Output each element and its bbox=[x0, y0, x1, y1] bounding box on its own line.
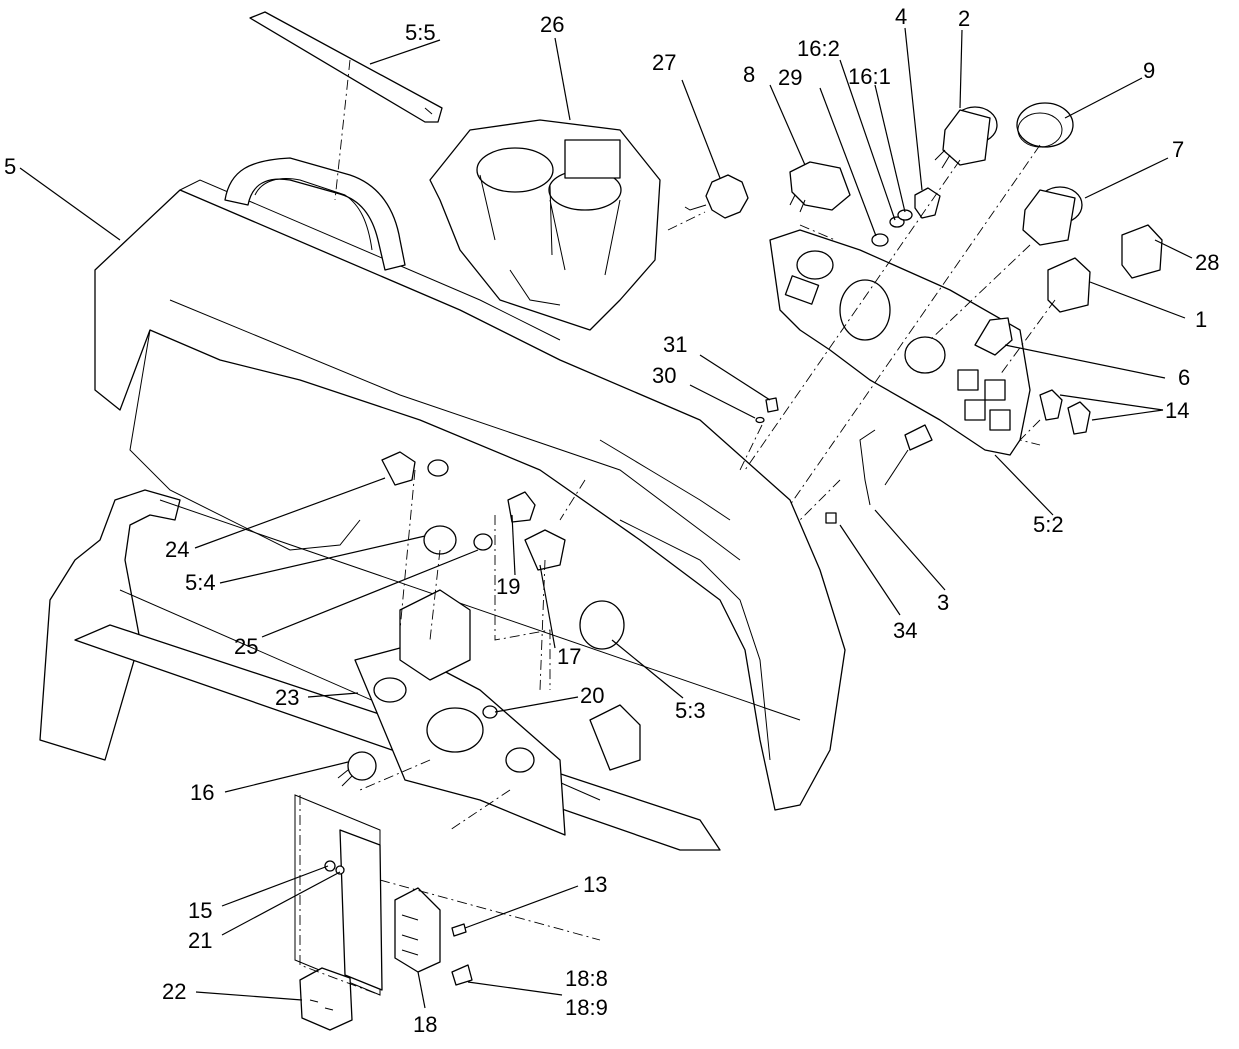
callout-1: 1 bbox=[1195, 307, 1207, 332]
bracket bbox=[589, 704, 641, 771]
rocker-switch bbox=[789, 161, 851, 213]
cup-holder bbox=[429, 119, 661, 331]
lower-bracket bbox=[294, 794, 383, 996]
callout-23: 23 bbox=[275, 685, 299, 710]
fuse-holder bbox=[381, 451, 416, 486]
callout-4: 4 bbox=[895, 4, 907, 29]
harness-connector bbox=[299, 967, 353, 1031]
callout-21: 21 bbox=[188, 928, 212, 953]
switch bbox=[1047, 257, 1091, 313]
plug-fitting bbox=[904, 424, 933, 451]
callout-20: 20 bbox=[580, 683, 604, 708]
callout-16: 16 bbox=[190, 780, 214, 805]
washer bbox=[335, 865, 345, 875]
hood-handle bbox=[224, 157, 406, 271]
fuse-block bbox=[394, 887, 441, 973]
callout-28: 28 bbox=[1195, 250, 1219, 275]
dash-housing bbox=[94, 179, 846, 811]
callout-7: 7 bbox=[1172, 137, 1184, 162]
callout-27: 27 bbox=[652, 50, 676, 75]
washer bbox=[755, 416, 765, 424]
callout-15: 15 bbox=[188, 898, 212, 923]
decal-strip bbox=[249, 11, 443, 123]
callout-22: 22 bbox=[162, 979, 186, 1004]
grommet bbox=[473, 533, 493, 551]
cable bbox=[859, 429, 876, 506]
callout-18-9: 18:9 bbox=[565, 995, 608, 1020]
callout-labels: 5:5 26 27 8 29 16:2 16:1 4 2 9 7 28 1 5 … bbox=[4, 4, 1219, 1037]
clip bbox=[825, 512, 837, 524]
assembly-lines bbox=[299, 59, 1056, 996]
control-panel-plate bbox=[769, 229, 1031, 456]
callout-19: 19 bbox=[496, 574, 520, 599]
switch-cap bbox=[1121, 224, 1163, 279]
grommet bbox=[579, 600, 625, 650]
callout-13: 13 bbox=[583, 872, 607, 897]
blank-plug bbox=[1039, 389, 1063, 421]
callout-9: 9 bbox=[1143, 58, 1155, 83]
connector bbox=[337, 751, 377, 787]
callout-30: 30 bbox=[652, 363, 676, 388]
toggle-switch bbox=[914, 187, 941, 219]
fuse bbox=[451, 964, 473, 986]
nut bbox=[482, 705, 498, 719]
callout-2: 2 bbox=[958, 6, 970, 31]
leader-lines bbox=[19, 27, 1193, 1009]
indicator-lamp bbox=[974, 317, 1013, 356]
key-switch bbox=[524, 529, 566, 571]
ignition-switch bbox=[507, 491, 536, 523]
knob bbox=[684, 174, 749, 219]
gauge bbox=[934, 106, 998, 169]
callout-24: 24 bbox=[165, 537, 189, 562]
callout-34: 34 bbox=[893, 618, 917, 643]
callout-18-8: 18:8 bbox=[565, 966, 608, 991]
callout-3: 3 bbox=[937, 590, 949, 615]
callout-26: 26 bbox=[540, 12, 564, 37]
washer bbox=[871, 233, 889, 247]
callout-16-2: 16:2 bbox=[797, 36, 840, 61]
blank-plug bbox=[1067, 401, 1091, 435]
callout-5-4: 5:4 bbox=[185, 570, 216, 595]
callout-5-5: 5:5 bbox=[405, 20, 436, 45]
bezel-ring bbox=[1016, 102, 1074, 148]
callout-16-1: 16:1 bbox=[848, 64, 891, 89]
screw bbox=[451, 923, 467, 937]
hour-meter bbox=[1022, 186, 1083, 246]
callout-29: 29 bbox=[778, 65, 802, 90]
bolt-shaft bbox=[884, 449, 909, 486]
screw bbox=[765, 397, 779, 413]
callout-17: 17 bbox=[557, 644, 581, 669]
grommet bbox=[427, 459, 449, 477]
callout-8: 8 bbox=[743, 62, 755, 87]
callout-31: 31 bbox=[663, 332, 687, 357]
callout-5-2: 5:2 bbox=[1033, 512, 1064, 537]
callout-18: 18 bbox=[413, 1012, 437, 1037]
callout-5: 5 bbox=[4, 154, 16, 179]
nut bbox=[324, 860, 336, 872]
grommet bbox=[423, 525, 457, 555]
callout-5-3: 5:3 bbox=[675, 698, 706, 723]
callout-25: 25 bbox=[234, 634, 258, 659]
callout-14: 14 bbox=[1165, 398, 1189, 423]
bracket bbox=[399, 589, 471, 681]
callout-6: 6 bbox=[1178, 365, 1190, 390]
